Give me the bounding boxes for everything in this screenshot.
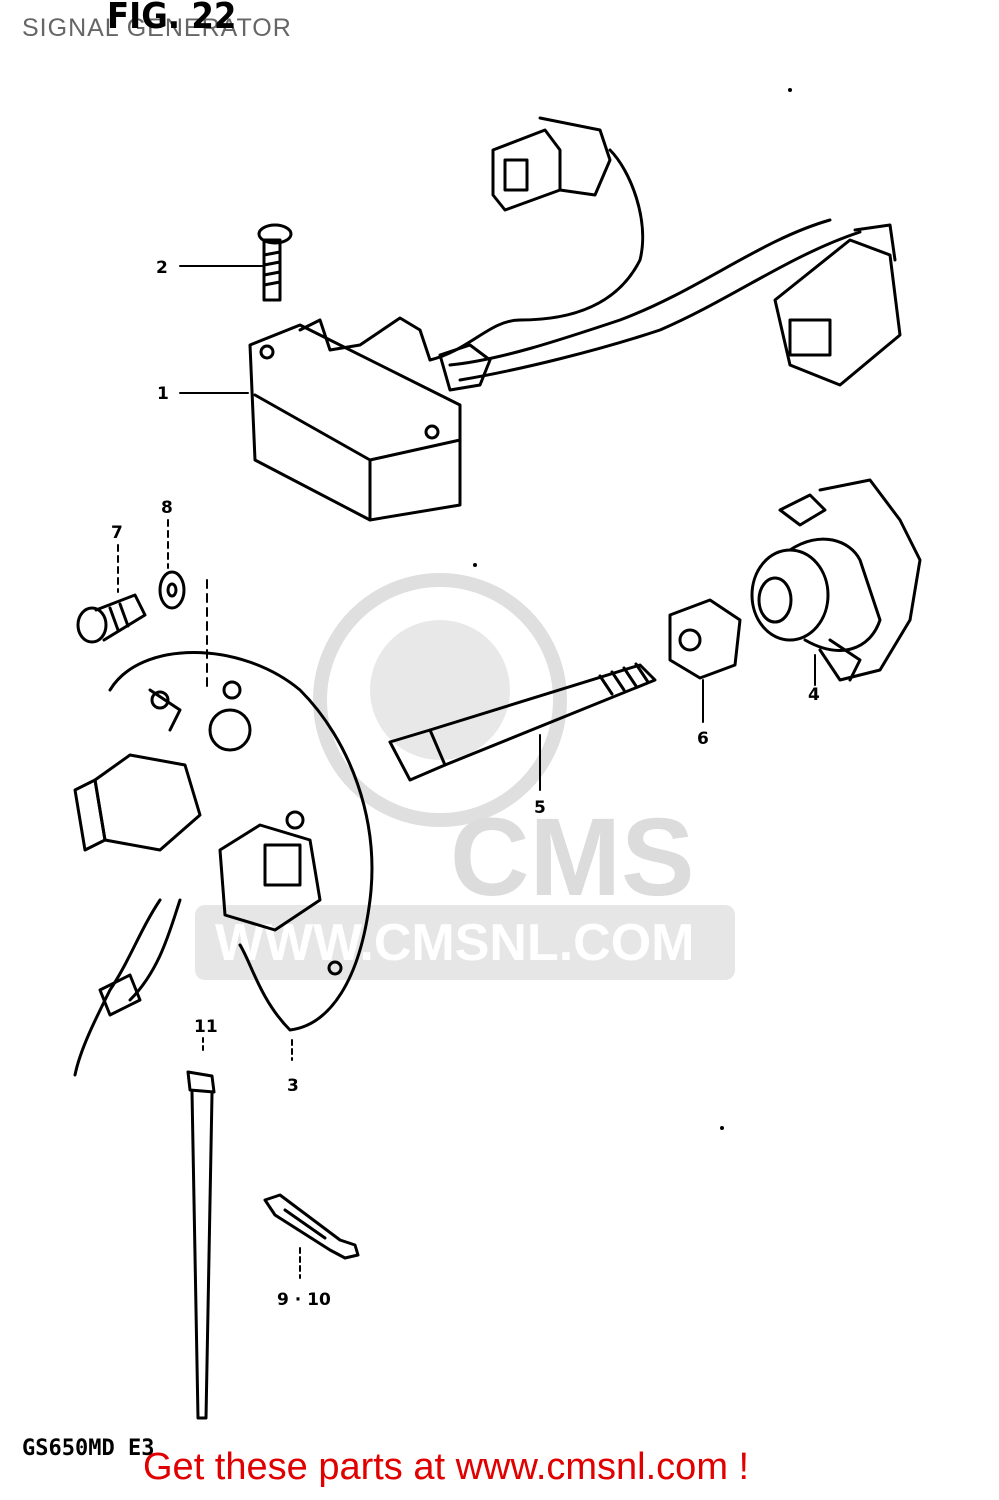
part-8-washer — [158, 519, 186, 610]
model-code: GS650MD E3 — [22, 1436, 155, 1461]
figure-label: FIG. 22 — [107, 0, 237, 37]
part-6-nut — [668, 598, 742, 723]
page-title: SIGNAL GENERATOR — [22, 14, 292, 42]
part-4-rotor-assembly — [750, 478, 922, 686]
callout-8: 8 — [161, 498, 173, 518]
watermark-brand: CMS — [450, 796, 694, 919]
cms-watermark: CMS WWW.CMSNL.COM — [195, 573, 735, 980]
callout-6: 6 — [697, 729, 709, 749]
callout-11: 11 — [194, 1017, 218, 1037]
part-2-screw — [179, 223, 293, 302]
callout-5: 5 — [534, 798, 546, 818]
part-11-rod — [186, 1037, 216, 1420]
part-7-bolt — [76, 544, 147, 644]
callout-9-10: 9 · 10 — [277, 1290, 331, 1310]
part-3-generator-plate — [73, 651, 374, 1077]
callout-1: 1 — [157, 384, 169, 404]
connector-lower — [773, 223, 902, 387]
part-5-long-bolt — [388, 662, 657, 791]
part-9-10-clamp — [263, 1193, 360, 1279]
callout-4: 4 — [808, 685, 820, 705]
connector-upper — [491, 116, 612, 212]
callout-3: 3 — [287, 1076, 299, 1096]
part-1-igniter-unit — [179, 148, 862, 522]
callout-2: 2 — [156, 258, 168, 278]
watermark-url: WWW.CMSNL.COM — [215, 914, 694, 972]
cta-link[interactable]: Get these parts at www.cmsnl.com ! — [143, 1446, 750, 1488]
callout-7: 7 — [111, 523, 123, 543]
